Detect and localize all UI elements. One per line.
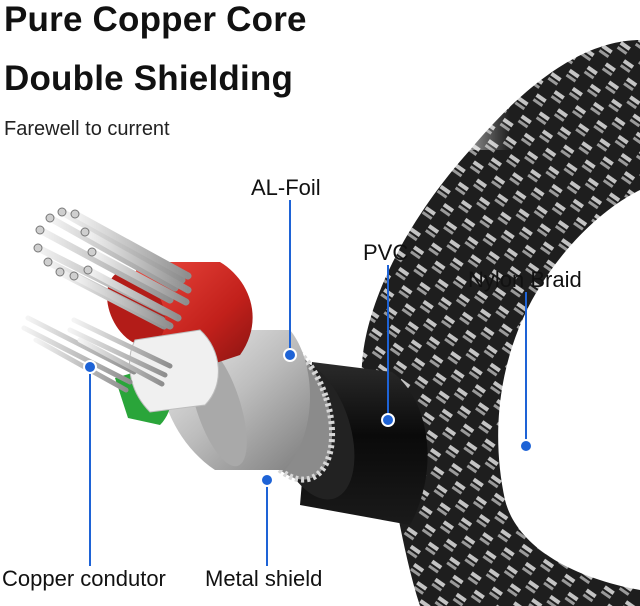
marker-dot-al-foil (283, 348, 297, 362)
marker-dot-pvc (381, 413, 395, 427)
callout-metal-shield: Metal shield (205, 566, 323, 591)
callout-nylon-braid: Nylon Braid (468, 267, 582, 292)
copper-strands-main (34, 208, 192, 330)
headline-line-2: Double Shielding (4, 59, 294, 98)
marker-dot-metal-shield (260, 473, 274, 487)
callout-pvc: PVC (363, 240, 409, 265)
white-insulated-wire (129, 329, 219, 413)
marker-dot-nylon-braid (519, 439, 533, 453)
headline-line-1: Pure Copper Core (4, 0, 307, 39)
callout-al-foil: AL-Foil (251, 175, 321, 200)
nylon-braid-jacket (361, 40, 640, 606)
marker-dot-copper-conductor (83, 360, 97, 374)
callout-copper-conductor: Copper condutor (2, 566, 166, 591)
copper-strands-small (21, 315, 173, 393)
subtitle: Farewell to current (4, 118, 170, 140)
